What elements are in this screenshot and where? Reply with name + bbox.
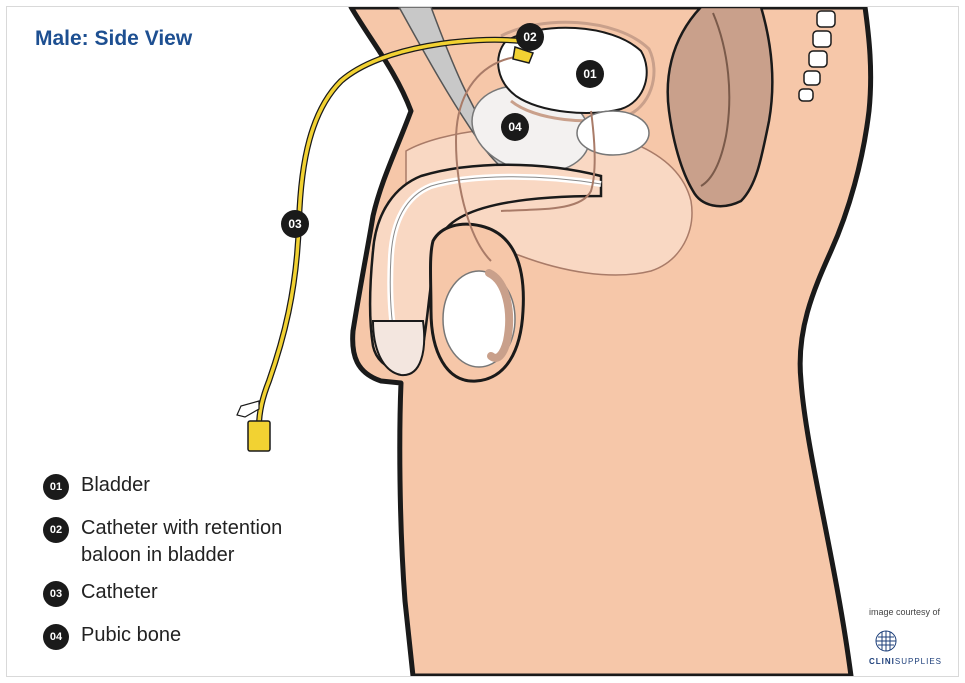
legend-badge: 02 [43, 517, 69, 543]
legend-label: Catheter [81, 579, 158, 606]
catheter-connector [248, 421, 270, 451]
badge-02-text: 02 [523, 30, 537, 44]
brand-name: CLINISUPPLIES [869, 657, 942, 666]
legend-item-pubic-bone: 04 Pubic bone [43, 622, 282, 652]
clinisupplies-logo-icon [874, 629, 898, 653]
legend-badge: 03 [43, 581, 69, 607]
legend-label: Bladder [81, 472, 150, 499]
catheter-side-port [237, 401, 259, 417]
brand-name-rest: SUPPLIES [895, 657, 942, 666]
badge-03: 03 [281, 210, 309, 238]
legend-item-catheter-balloon: 02 Catheter with retention baloon in bla… [43, 515, 282, 577]
image-credit: image courtesy of [869, 607, 940, 617]
brand-name-bold: CLINI [869, 657, 895, 666]
badge-02: 02 [516, 23, 544, 51]
prostate [577, 111, 649, 155]
badge-03-text: 03 [288, 217, 302, 231]
diagram-frame: 02 01 04 03 Male: Side View 01 Bladder 0… [6, 6, 959, 677]
legend-label: Pubic bone [81, 622, 181, 649]
legend: 01 Bladder 02 Catheter with retention ba… [43, 472, 282, 652]
legend-badge: 04 [43, 624, 69, 650]
diagram-title: Male: Side View [35, 27, 192, 51]
legend-label: Catheter with retention baloon in bladde… [81, 515, 282, 569]
badge-01-text: 01 [583, 67, 597, 81]
legend-badge: 01 [43, 474, 69, 500]
badge-01: 01 [576, 60, 604, 88]
legend-item-bladder: 01 Bladder [43, 472, 282, 502]
badge-04: 04 [501, 113, 529, 141]
badge-04-text: 04 [508, 120, 522, 134]
legend-item-catheter: 03 Catheter [43, 579, 282, 609]
